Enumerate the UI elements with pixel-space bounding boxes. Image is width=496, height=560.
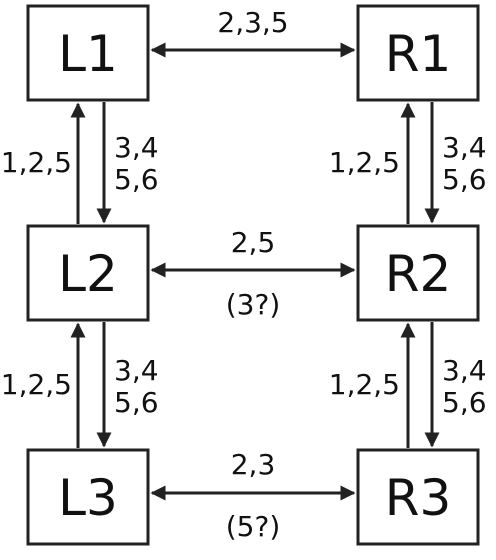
node-l2-label: L2 xyxy=(58,245,118,303)
edge-label-l2-r2-bottom: (3?) xyxy=(226,288,281,321)
node-l3: L3 xyxy=(26,448,150,546)
node-l1: L1 xyxy=(26,4,150,102)
edge-label-r2-to-r3-a: 3,4 xyxy=(442,354,487,387)
edge-label-l1-to-l2-b: 5,6 xyxy=(114,163,159,196)
node-l3-label: L3 xyxy=(58,469,118,527)
node-r1-box xyxy=(356,4,480,102)
node-r1: R1 xyxy=(356,4,480,102)
node-r3: R3 xyxy=(356,448,480,546)
edge-label-l2-to-l1: 1,2,5 xyxy=(1,146,72,179)
node-r2: R2 xyxy=(356,224,480,322)
edge-label-r2-to-r1: 1,2,5 xyxy=(329,146,400,179)
edge-label-r2-to-r3-b: 5,6 xyxy=(442,386,487,419)
edge-label-l2-r2-top: 2,5 xyxy=(231,226,276,259)
edge-label-l3-to-l2: 1,2,5 xyxy=(1,368,72,401)
node-r1-label: R1 xyxy=(385,25,452,83)
node-l2-box xyxy=(26,224,150,322)
node-l1-label: L1 xyxy=(58,25,118,83)
edge-label-l3-r3-bottom: (5?) xyxy=(226,510,281,543)
node-l1-box xyxy=(26,4,150,102)
node-r2-box xyxy=(356,224,480,322)
edge-label-l2-to-l3-a: 3,4 xyxy=(114,354,159,387)
edge-label-r1-to-r2-a: 3,4 xyxy=(442,131,487,164)
edge-label-r1-to-r2-b: 5,6 xyxy=(442,163,487,196)
edge-label-l3-r3-top: 2,3 xyxy=(231,448,276,481)
node-r3-label: R3 xyxy=(385,469,452,527)
node-l2: L2 xyxy=(26,224,150,322)
edge-label-l1-r1: 2,3,5 xyxy=(217,6,288,39)
edge-label-l1-to-l2-a: 3,4 xyxy=(114,131,159,164)
edge-label-l2-to-l3-b: 5,6 xyxy=(114,386,159,419)
node-r2-label: R2 xyxy=(385,245,452,303)
node-r3-box xyxy=(356,448,480,546)
edge-label-r3-to-r2: 1,2,5 xyxy=(329,368,400,401)
node-l3-box xyxy=(26,448,150,546)
